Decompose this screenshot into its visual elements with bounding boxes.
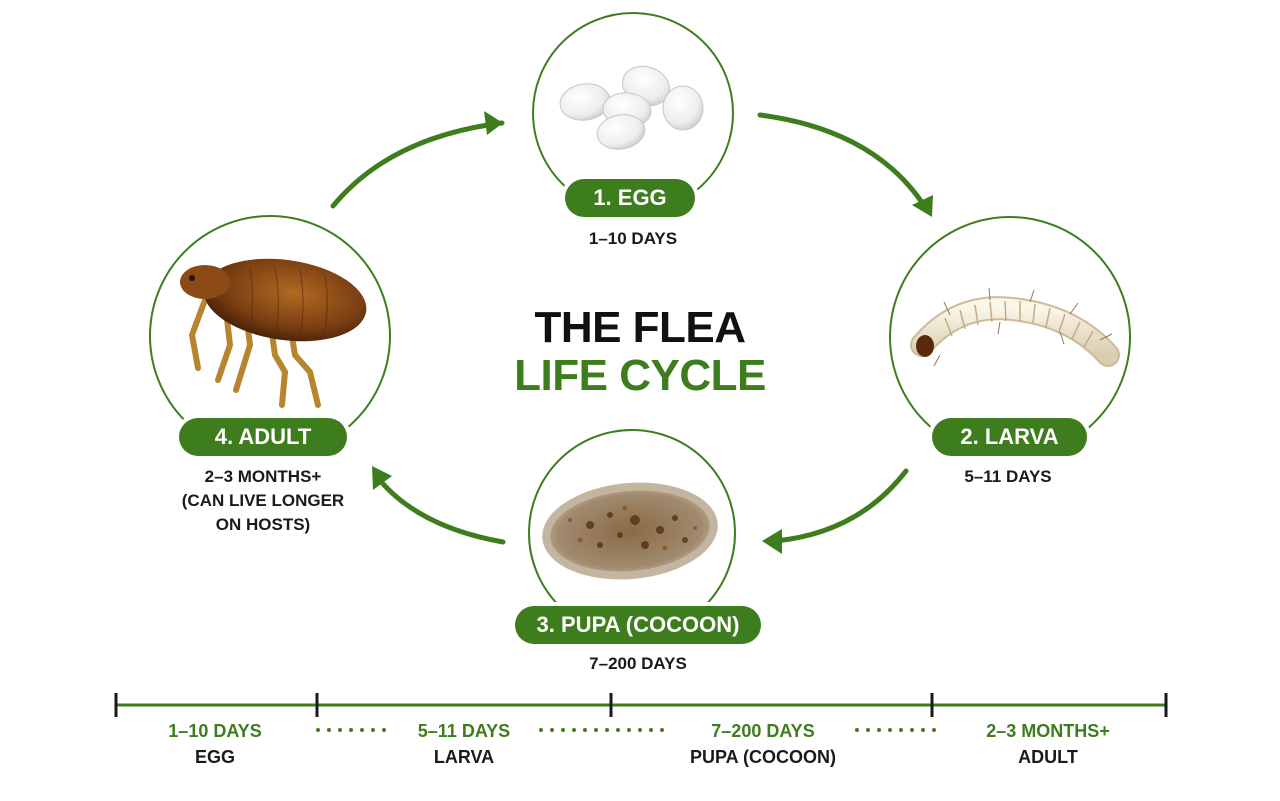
diagram-title-line2: LIFE CYCLE [514,351,766,400]
flea-cocoon-icon [542,482,718,580]
stage-note-adult-line2: ON HOSTS) [215,515,311,534]
flea-eggs-icon [559,65,704,150]
stage-duration-pupa: 7–200 DAYS [589,654,687,673]
larva-circle [889,216,1131,458]
timeline [114,693,1168,732]
stage-label-egg: 1. EGG [565,179,695,217]
flea-larva-icon [910,287,1120,367]
arrow-pupa-to-adult [375,475,506,545]
stage-duration-larva: 5–11 DAYS [964,467,1052,486]
stage-duration-egg: 1–10 DAYS [588,229,678,248]
timeline-stage-pupa: PUPA (COCOON) [690,747,836,767]
stage-label-pupa: 3. PUPA (COCOON) [515,606,761,644]
arrowhead-larva [912,195,933,217]
adult-flea-icon [180,258,367,408]
stage-duration-adult: 2–3 MONTHS+ [204,467,322,486]
timeline-duration-pupa: 7–200 DAYS [711,721,815,741]
arrowhead-pupa [762,529,782,554]
timeline-stage-larva: LARVA [433,747,495,767]
timeline-stage-egg: EGG [194,747,235,767]
diagram-title-line1: THE FLEA [534,303,746,352]
stage-label-larva: 2. LARVA [932,418,1087,456]
cycle-arrows [330,111,933,554]
timeline-duration-larva: 5–11 DAYS [417,721,511,741]
arrow-larva-to-pupa [772,468,909,544]
timeline-duration-egg: 1–10 DAYS [168,721,262,741]
stage-note-adult-line1: (CAN LIVE LONGER [181,491,345,510]
timeline-duration-adult: 2–3 MONTHS+ [986,721,1110,741]
arrowhead-adult [372,466,392,490]
arrow-adult-to-egg [330,120,505,209]
arrowhead-egg [484,111,503,135]
arrow-egg-to-larva [757,112,928,210]
timeline-stage-adult: ADULT [1018,747,1078,767]
stage-label-adult: 4. ADULT [179,418,347,456]
